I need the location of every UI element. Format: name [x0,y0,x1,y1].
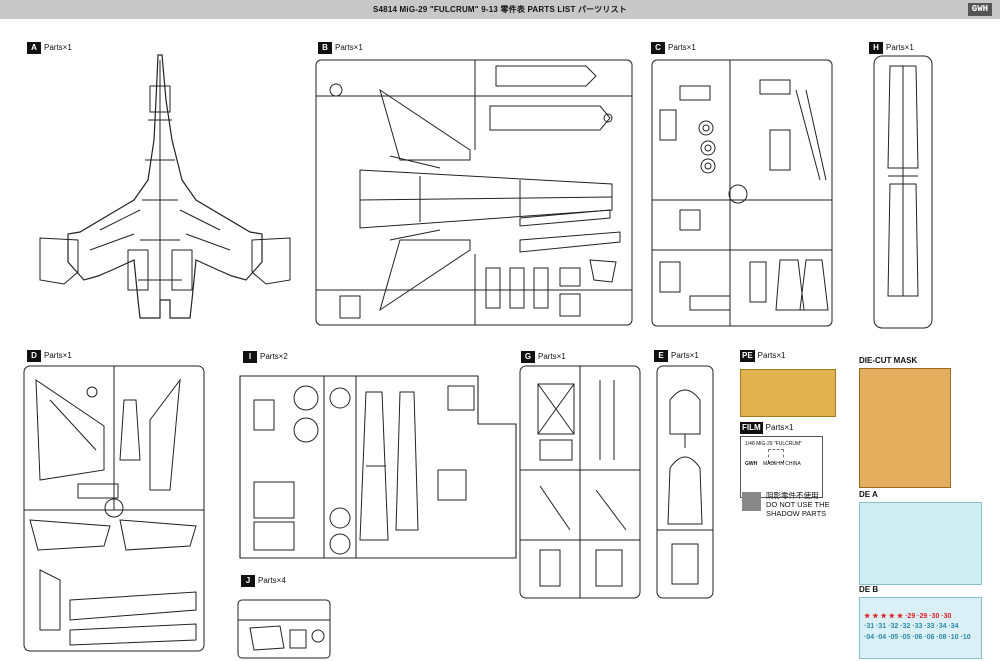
film-made-in: MADE IN CHINA [763,461,801,467]
decal-b-row-2: ·31 ·31 ·32 ·32 ·33 ·33 ·34 ·34 [864,623,959,630]
film-window [768,449,784,463]
pe-fret [740,369,836,417]
part-i-sprue [239,375,517,559]
decal-b-row-1: ★ ★ ★ ★ ★ ·29 ·29 ·30 ·30 [864,613,952,620]
shadow-swatch [742,492,761,511]
brand-logo: GWH [967,3,992,16]
die-cut-mask [859,368,951,488]
shadow-note: 阴影零件不使用 DO NOT USE THE SHADOW PARTS [766,491,830,518]
part-g-sprue [519,365,641,599]
label-decal-a: DE A [859,490,878,499]
part-c-sprue [651,59,833,327]
label-die-cut-mask: DIE-CUT MASK [859,356,918,365]
part-e-sprue [656,365,714,599]
part-h-sprue [873,55,933,329]
decal-sheet-b: ★ ★ ★ ★ ★ ·29 ·29 ·30 ·30 ·31 ·31 ·32 ·3… [859,597,982,659]
film-title: 1/48 MiG-29 "FULCRUM" [745,441,802,447]
page-title: S4814 MiG-29 "FULCRUM" 9-13 零件表 PARTS LI… [373,5,627,14]
film-sheet: 1/48 MiG-29 "FULCRUM" GWH MADE IN CHINA [740,436,823,498]
part-b-sprue [315,59,633,326]
part-d-sprue [23,365,205,652]
part-a-aircraft-top-view [39,54,291,319]
decal-b-row-3: ·04 ·04 ·05 ·05 ·06 ·06 ·08 ·10 ·10 [864,634,971,641]
header-bar [0,0,1000,19]
decal-sheet-a [859,502,982,585]
label-decal-b: DE B [859,585,879,594]
part-j-sprue [237,599,331,659]
film-brand: GWH [745,461,758,467]
